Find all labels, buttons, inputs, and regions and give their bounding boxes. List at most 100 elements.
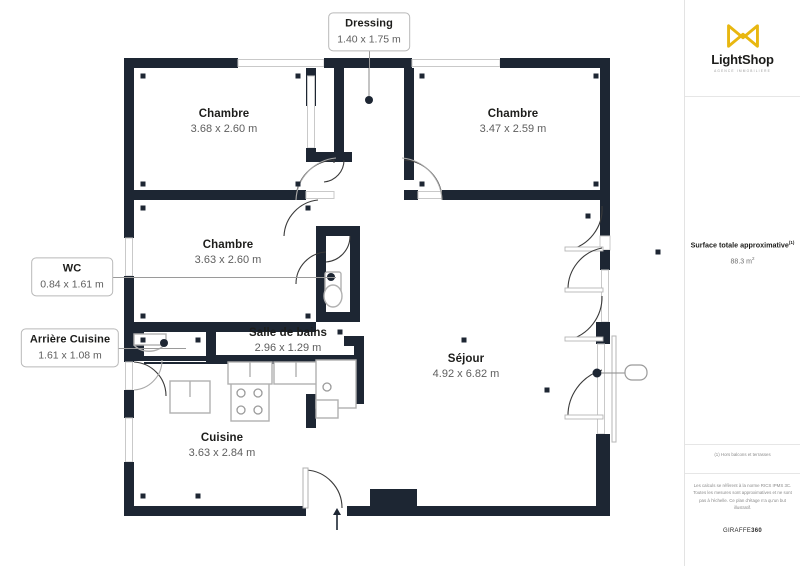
- footnote-block: (1) Hors balcons et terrasses: [685, 452, 800, 459]
- dim-tick: [585, 213, 591, 219]
- room-label-wc: WC 0.84 x 1.61 m: [31, 257, 113, 297]
- surface-value-superscript: 2: [751, 255, 755, 261]
- dim-tick: [544, 387, 550, 393]
- room-name: WC: [62, 262, 82, 275]
- dim-tick: [593, 181, 599, 187]
- window-right-c: [597, 343, 605, 435]
- wall-cuisine-divider: [206, 322, 216, 360]
- wall-interior-chambre2-left: [404, 68, 414, 180]
- wall-exterior-bottom-left: [124, 506, 306, 516]
- ceiling-light-sejour: [592, 368, 602, 378]
- stove-burner: [253, 405, 263, 415]
- disclaimer-block: Les calculs se réfèrent à la norme RICS …: [685, 482, 800, 511]
- wall-exterior-top-left: [124, 58, 238, 68]
- surface-summary: Surface totale approximative(1) 88.3 m2: [685, 240, 800, 265]
- wall-arriere-cuisine-left: [134, 332, 144, 360]
- dim-tick: [337, 329, 343, 335]
- wall-exterior-left-upper: [124, 58, 134, 238]
- wall-wc-right: [350, 236, 360, 322]
- brand-name: LightShop: [711, 52, 774, 67]
- door-swing-dressing: [323, 159, 345, 183]
- info-panel: LightShop AGENCE IMMOBILIERE Surface tot…: [684, 0, 800, 566]
- door-opening-chambre2: [417, 191, 443, 199]
- toilet-bowl: [323, 284, 343, 308]
- dim-tick: [195, 337, 201, 343]
- utility-basin: [133, 344, 165, 352]
- dim-tick: [140, 205, 146, 211]
- room-name: Arrière Cuisine: [29, 333, 111, 346]
- wall-interior-dressing-bottom: [306, 152, 352, 162]
- room-dimensions: 1.40 x 1.75 m: [337, 33, 401, 46]
- wall-exterior-bottom-right: [347, 506, 610, 516]
- stove-burner: [253, 388, 263, 398]
- door-swing-right-a: [567, 205, 603, 251]
- wall-kitchen-counter-edge: [144, 362, 206, 364]
- giraffe360-credit: GIRAFFE360: [685, 528, 800, 534]
- door-swing-chambre3: [295, 251, 327, 285]
- wall-exterior-top-right: [500, 58, 610, 68]
- wall-sdb-top: [344, 336, 364, 346]
- surface-label-superscript: (1): [788, 240, 795, 245]
- panel-divider-3: [685, 473, 800, 474]
- dim-tick: [295, 73, 301, 79]
- wall-interior-chambre3-right-a: [316, 226, 326, 252]
- wall-interior-chambre1-bottom: [134, 190, 306, 200]
- leader-wc: [110, 277, 336, 278]
- measurement-ticks-group: [140, 73, 661, 499]
- kitchen-stove: [230, 382, 270, 422]
- wall-interior-dressing-right: [334, 68, 344, 160]
- footnote-text: (1) Hors balcons et terrasses: [714, 452, 771, 457]
- panel-divider-2: [685, 444, 800, 445]
- dim-tick: [140, 313, 146, 319]
- wall-wc-bottom: [316, 312, 360, 322]
- balcony-rail: [611, 335, 617, 443]
- ceiling-light-arriere-cuisine: [160, 339, 168, 347]
- room-label-arriere-cuisine: Arrière Cuisine 1.61 x 1.08 m: [20, 328, 120, 368]
- walls-group: [124, 58, 617, 516]
- dim-tick: [305, 205, 311, 211]
- room-name: Dressing: [345, 17, 393, 30]
- giraffe360-prefix: GIRAFFE: [722, 528, 752, 534]
- door-swing-entry: [305, 469, 343, 509]
- wall-chambre3-bottom-a: [134, 322, 206, 332]
- surface-total-label: Surface totale approximative(1): [691, 240, 795, 250]
- dim-tick: [419, 181, 425, 187]
- wall-kitchen-back: [206, 355, 364, 364]
- door-swing-arriere-cuisine: [133, 361, 167, 397]
- dim-tick: [140, 73, 146, 79]
- giraffe360-suffix: 360: [751, 528, 763, 534]
- wall-wc-top: [316, 226, 360, 236]
- shower-tray: [315, 399, 339, 419]
- dim-tick: [195, 493, 201, 499]
- room-dimensions: 0.84 x 1.61 m: [40, 278, 104, 291]
- wall-sdb-right-a: [354, 336, 364, 402]
- entry-arrow-group: [333, 508, 341, 530]
- door-leaf-right-b: [564, 287, 604, 293]
- stove-burner: [236, 388, 246, 398]
- door-leaf-right-c: [564, 336, 604, 342]
- door-swing-wc: [325, 235, 351, 263]
- dim-tick: [655, 249, 661, 255]
- leader-dressing: [369, 46, 370, 68]
- brand-tagline: AGENCE IMMOBILIERE: [714, 69, 771, 73]
- utility-counter: [133, 333, 167, 346]
- door-swing-right-b: [567, 247, 603, 291]
- dim-tick: [593, 73, 599, 79]
- dim-tick: [305, 313, 311, 319]
- floor-plan-drawing: Dressing 1.40 x 1.75 m Chambre 3.68 x 2.…: [20, 12, 661, 530]
- window-left-mid: [125, 361, 133, 391]
- door-leaf-arc-chambre1: [295, 157, 337, 201]
- floor-plan-svg: [124, 58, 661, 530]
- dim-tick: [419, 73, 425, 79]
- surface-total-value: 88.3 m2: [731, 256, 755, 265]
- window-left-upper: [125, 237, 133, 277]
- leader-arriere-cuisine: [110, 348, 186, 349]
- wall-exterior-right-b: [600, 250, 610, 270]
- wall-exterior-left-lower-a: [124, 390, 134, 418]
- dim-tick: [140, 493, 146, 499]
- wall-arriere-cuisine-bottom: [134, 356, 206, 361]
- stove-burner: [236, 405, 246, 415]
- window-left-lower: [125, 417, 133, 463]
- wall-exterior-top-mid: [324, 58, 412, 68]
- wall-exterior-right-upper: [600, 58, 610, 236]
